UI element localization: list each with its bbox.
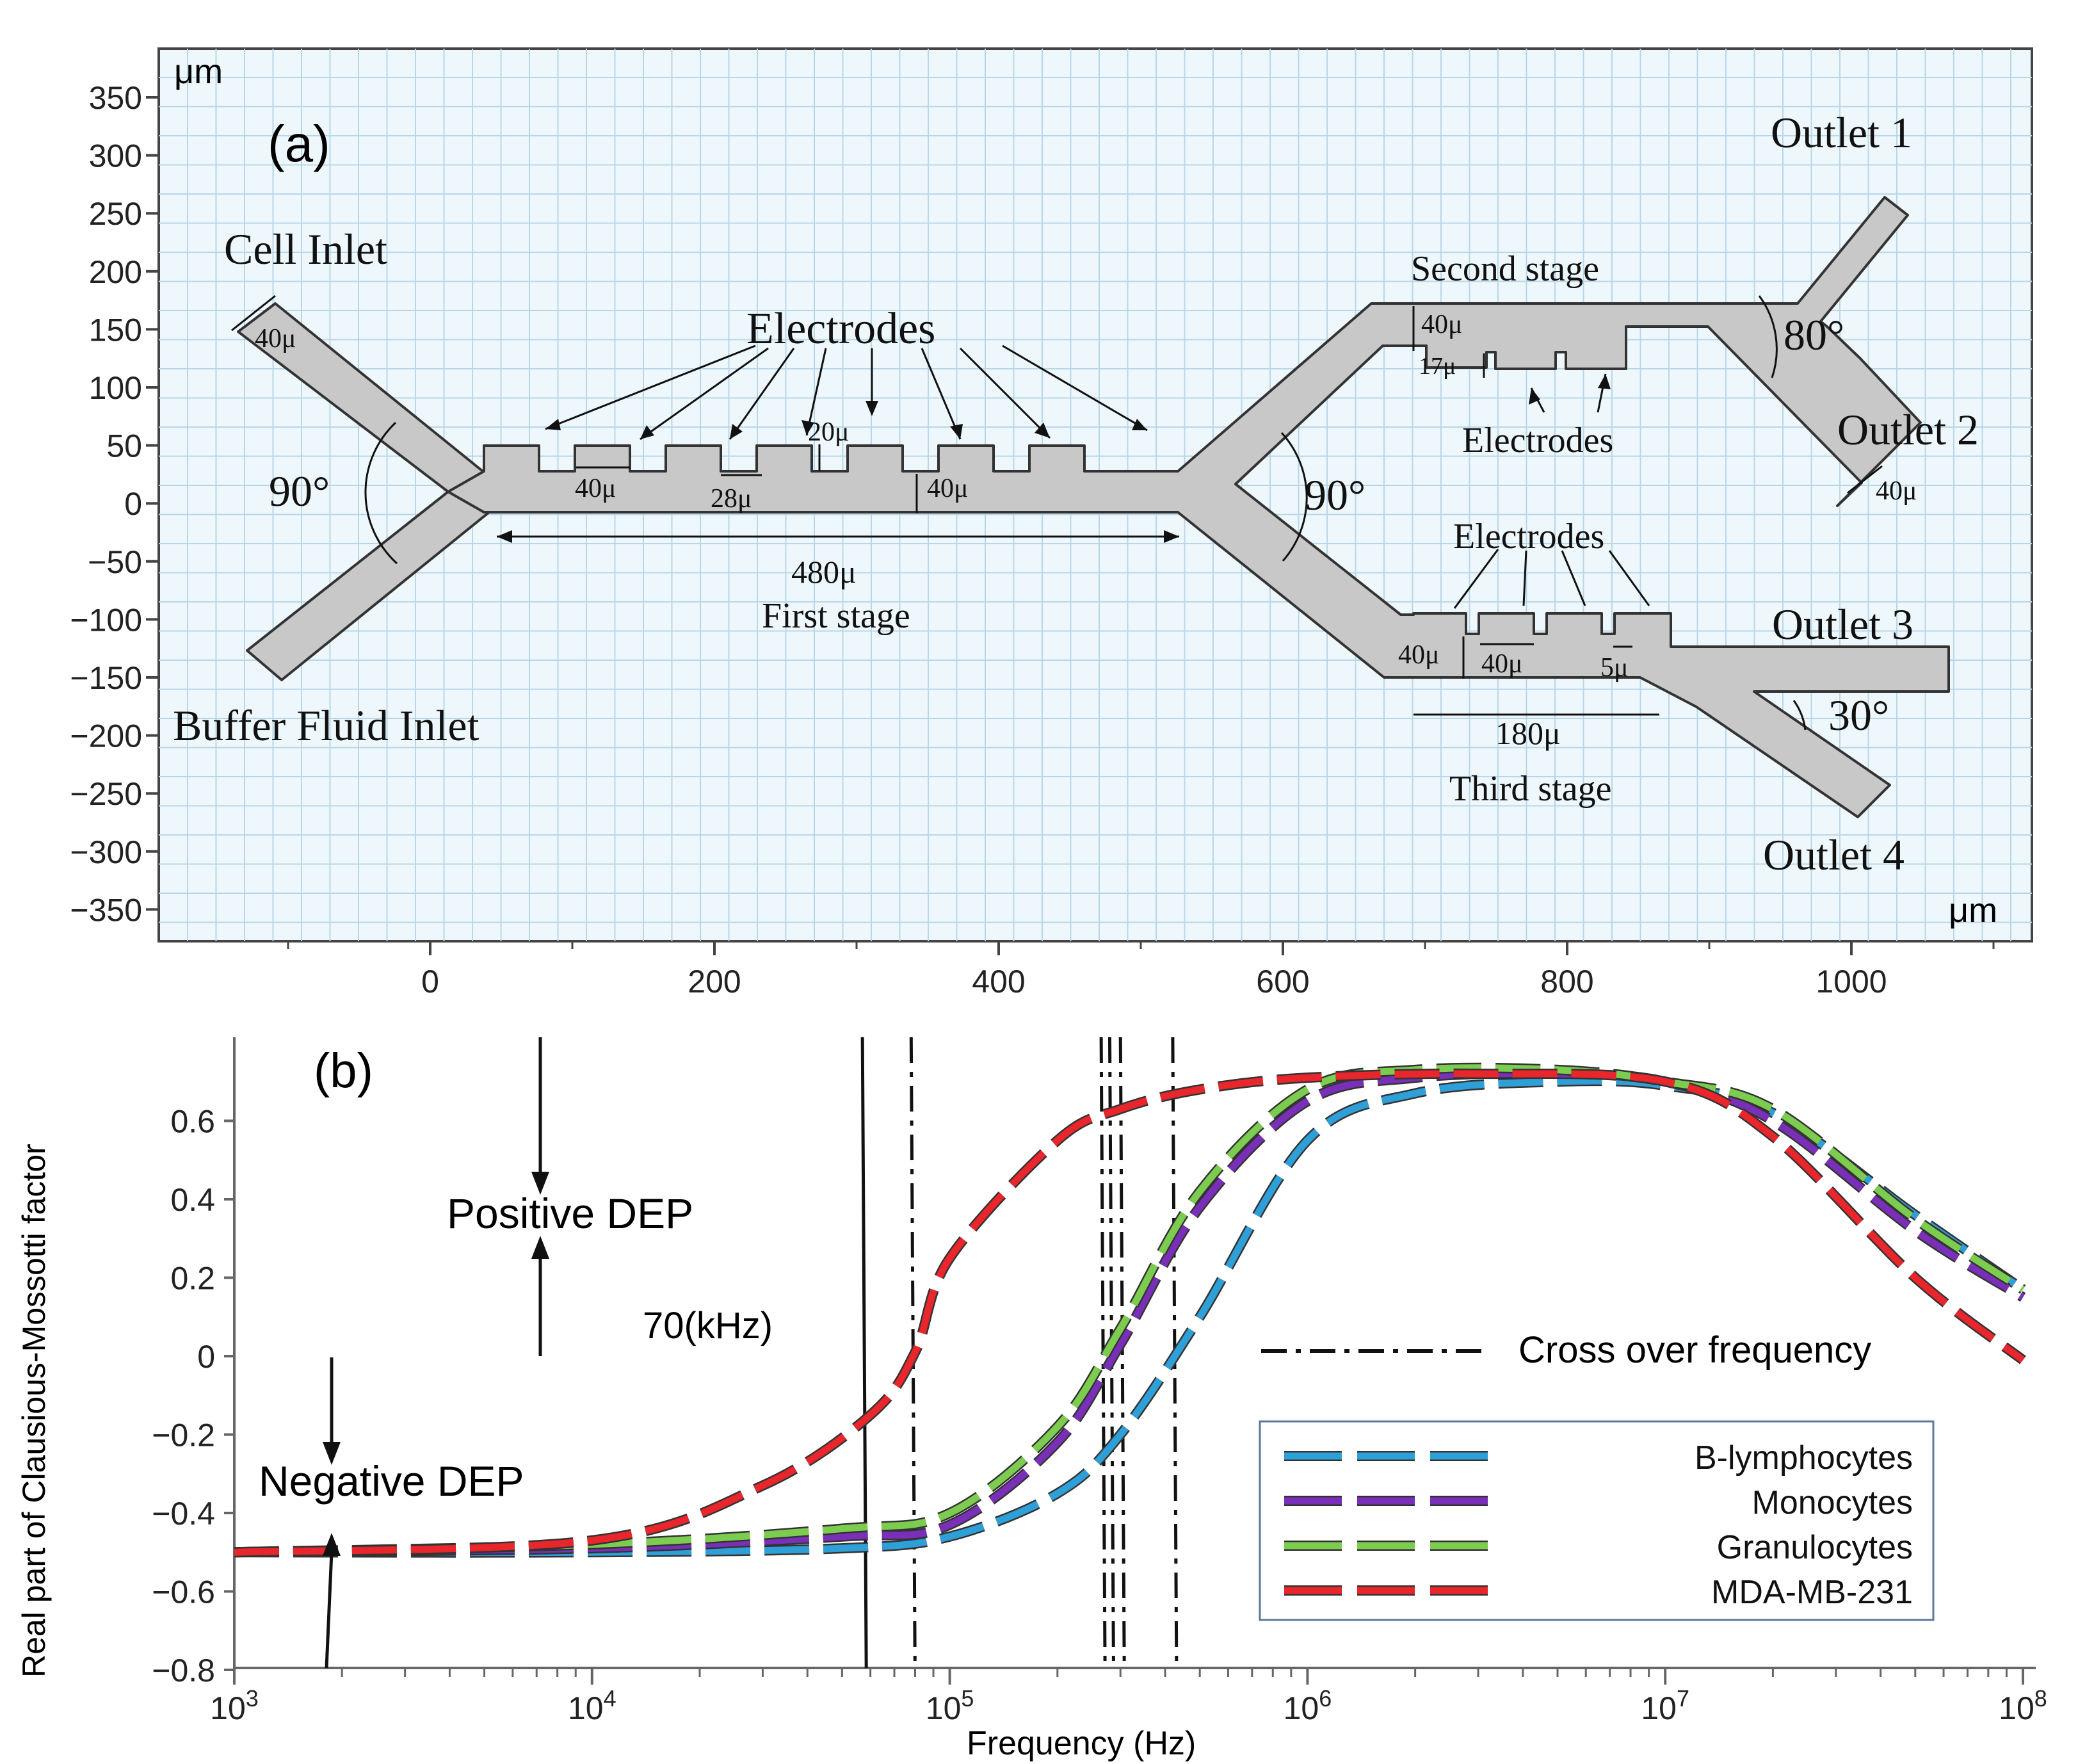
- threshold-line: [860, 1037, 868, 1669]
- angle-outlet34: 30°: [1828, 691, 1889, 740]
- panel-a-unit-top: μm: [174, 53, 223, 91]
- first-stage-channel: [447, 196, 1950, 818]
- x-tick-label: 200: [688, 964, 741, 999]
- y-tick-label: −300: [70, 834, 142, 870]
- crossover-label: Cross over frequency: [1518, 1329, 1871, 1371]
- y-tick-label: −200: [70, 718, 142, 754]
- b-x-tick-label: 104: [568, 1685, 616, 1727]
- legend-items: B-lymphocytesMonocytesGranulocytesMDA-MB…: [1284, 1439, 1913, 1611]
- y-tick-label: −50: [88, 544, 142, 580]
- legend-label-monocytes: Monocytes: [1752, 1484, 1913, 1521]
- b-y-tick-label: −0.4: [152, 1496, 215, 1532]
- b-y-tick-label: −0.2: [152, 1418, 215, 1453]
- dim-channel-width: 40μ: [927, 474, 969, 503]
- b-y-tick-label: −0.8: [152, 1653, 215, 1688]
- y-tick-label: 200: [89, 254, 142, 290]
- third-stage-length: 180μ: [1495, 715, 1561, 751]
- first-stage-label: First stage: [762, 596, 910, 636]
- outlet1-label: Outlet 1: [1771, 108, 1912, 157]
- cm-factor-curves: [234, 1062, 2026, 1558]
- legend-label-granulocytes: Granulocytes: [1717, 1529, 1913, 1566]
- legend-label-mda-mb-231: MDA-MB-231: [1711, 1574, 1913, 1611]
- y-tick-label: 300: [89, 138, 142, 174]
- x-tick-label: 400: [972, 964, 1025, 999]
- dim-third-width: 40μ: [1398, 640, 1440, 670]
- outlet4-label: Outlet 4: [1763, 830, 1905, 879]
- b-y-tick-label: 0.4: [170, 1182, 215, 1218]
- positive-dep-label: Positive DEP: [447, 1190, 693, 1237]
- b-y-tick-label: −0.6: [152, 1574, 215, 1610]
- electrodes-third-label: Electrodes: [1453, 517, 1604, 556]
- dim-electrode-gap: 28μ: [711, 484, 752, 514]
- dim-third-gap: 5μ: [1600, 653, 1629, 683]
- arrowheads: [497, 374, 1611, 543]
- y-tick-label: −150: [70, 660, 142, 696]
- panel-a-unit-right: μm: [1949, 891, 1997, 930]
- x-tick-label: 600: [1256, 964, 1309, 999]
- y-tick-label: 350: [89, 80, 142, 116]
- electrodes-second-label: Electrodes: [1462, 421, 1613, 460]
- x-tick-label: 800: [1540, 964, 1593, 999]
- series-line-granulocytes: [234, 1064, 2026, 1556]
- negative-dep-label: Negative DEP: [259, 1457, 524, 1505]
- x-tick-label: 0: [421, 964, 439, 999]
- dim-second-width: 40μ: [1421, 310, 1463, 339]
- outlet2-label: Outlet 2: [1837, 405, 1979, 454]
- b-x-tick-label: 108: [1999, 1685, 2047, 1727]
- legend: B-lymphocytesMonocytesGranulocytesMDA-MB…: [1259, 1420, 1935, 1621]
- dep-arrows: [323, 1037, 549, 1669]
- b-x-tick-label: 103: [210, 1685, 259, 1727]
- series-line-monocytes: [234, 1070, 2025, 1556]
- y-tick-label: 250: [89, 196, 142, 232]
- y-tick-label: 150: [89, 312, 142, 348]
- panel-a-ticks: 0 200 400 600 800 1000 350 300 250 200 150 100 50 0 −5…: [70, 80, 1995, 999]
- annotation-lines: [231, 295, 1883, 731]
- dim-electrode-height: 20μ: [808, 417, 850, 447]
- dim-outlet2-width: 40μ: [1876, 476, 1917, 506]
- y-tick-label: 100: [89, 370, 142, 406]
- b-x-tick-label: 105: [926, 1685, 974, 1727]
- second-stage-label: Second stage: [1411, 249, 1599, 289]
- y-tick-label: 50: [106, 428, 142, 464]
- b-y-tick-label: 0.2: [170, 1261, 215, 1297]
- panel-b-ylabel: Real part of Clausious-Mossotti factor: [16, 1144, 52, 1678]
- y-tick-label: −350: [70, 892, 142, 928]
- angle-mid: 90°: [1305, 471, 1365, 519]
- dim-second-height: 17μ: [1419, 353, 1456, 380]
- series-line-mda-mb-231: [234, 1070, 2026, 1556]
- first-stage-length: 480μ: [791, 554, 857, 590]
- electrodes-main-label: Electrodes: [746, 304, 935, 353]
- panel-b-label: (b): [314, 1044, 373, 1098]
- khz-label: 70(kHz): [643, 1305, 773, 1347]
- third-stage-label: Third stage: [1449, 769, 1611, 809]
- panel-a-label: (a): [268, 115, 330, 172]
- dim-electrode-width: 40μ: [575, 474, 616, 503]
- y-tick-label: 0: [124, 486, 142, 522]
- crossover-line: [1118, 1037, 1126, 1669]
- outlet3-label: Outlet 3: [1772, 600, 1913, 649]
- b-y-tick-label: 0: [197, 1339, 215, 1375]
- b-y-tick-label: 0.6: [170, 1104, 215, 1140]
- b-x-tick-label: 107: [1641, 1685, 1689, 1727]
- y-tick-label: −250: [70, 776, 142, 812]
- y-tick-label: −100: [70, 602, 142, 638]
- cell-inlet-label: Cell Inlet: [224, 225, 387, 273]
- legend-label-b-lymphocytes: B-lymphocytes: [1695, 1439, 1913, 1477]
- angle-inlet: 90°: [269, 467, 330, 515]
- panel-b-xlabel: Frequency (Hz): [967, 1725, 1196, 1762]
- angle-outlet12: 80°: [1784, 311, 1844, 359]
- buffer-inlet-label: Buffer Fluid Inlet: [173, 701, 479, 750]
- dim-third-electrode: 40μ: [1481, 649, 1523, 679]
- panel-a: 0 200 400 600 800 1000 350 300 250 200 150 100 50 0 −5…: [70, 47, 2033, 999]
- microfluidic-channel: [237, 196, 1950, 818]
- x-tick-label: 1000: [1816, 964, 1887, 999]
- dim-inlet-width: 40μ: [255, 324, 296, 353]
- b-x-tick-label: 106: [1284, 1685, 1332, 1727]
